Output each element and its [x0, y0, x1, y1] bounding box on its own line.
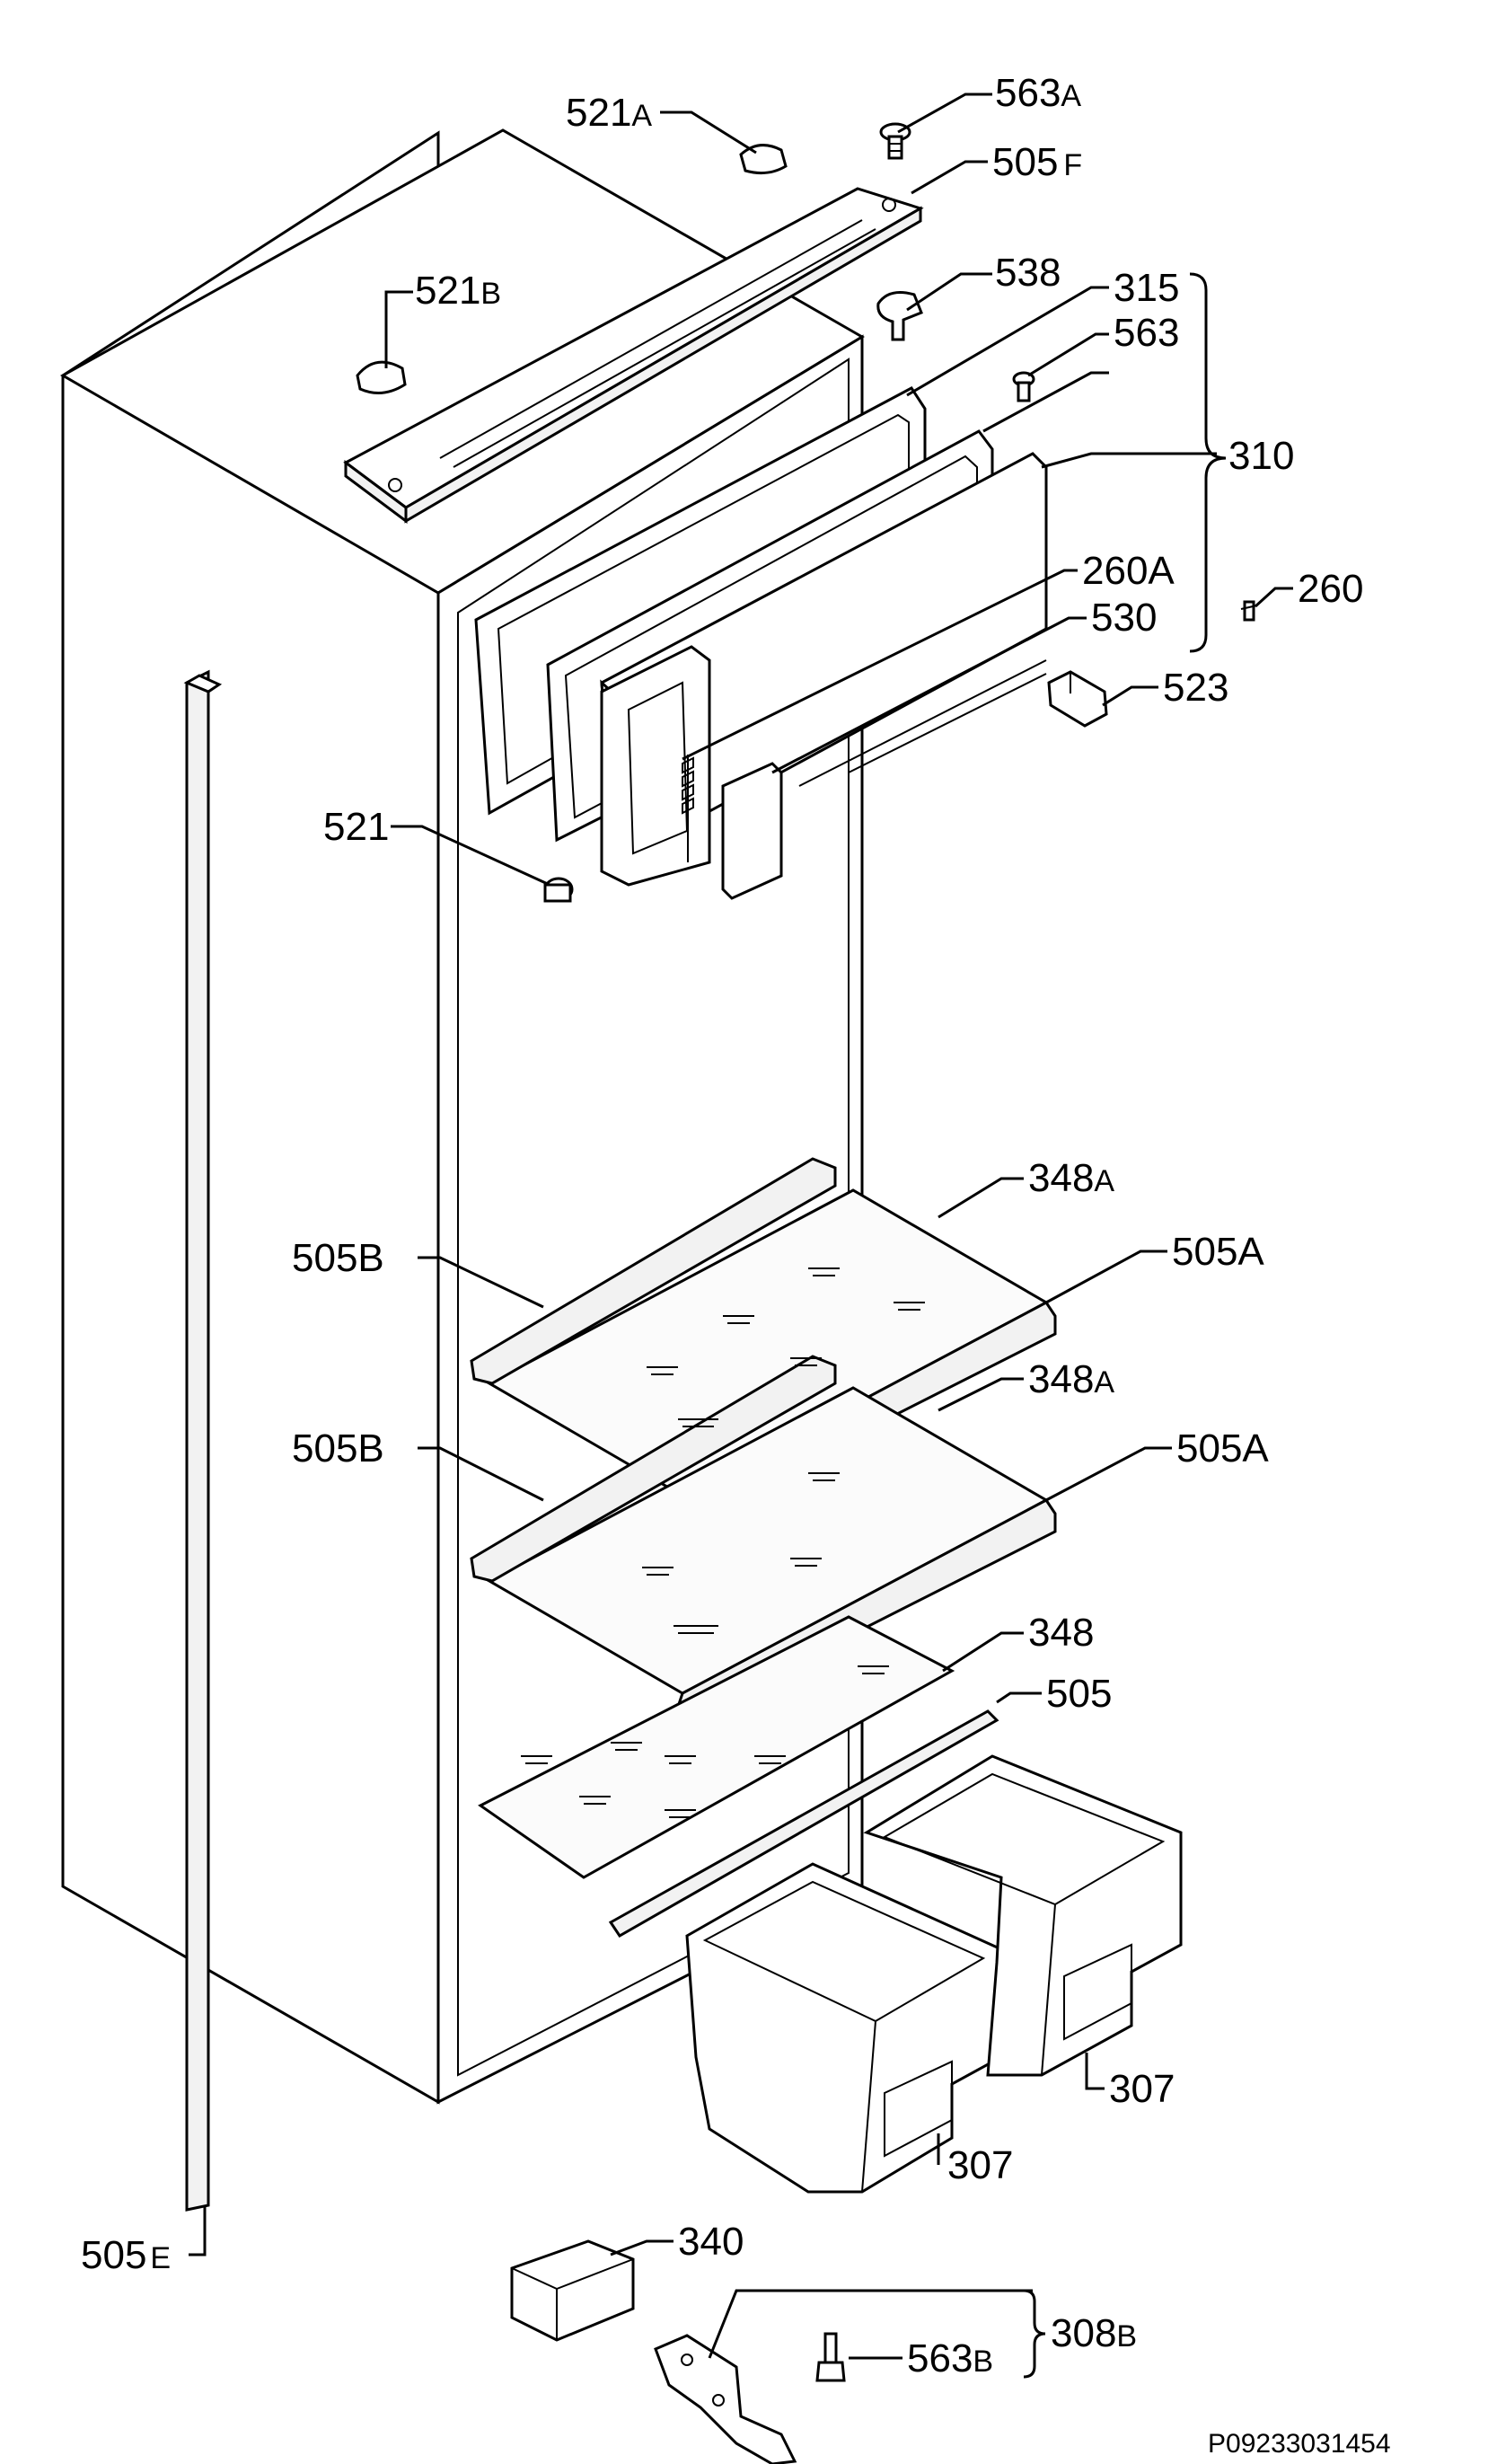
label-307-right: 307 — [1109, 2067, 1175, 2111]
label-348a-lower: 348A — [1028, 1357, 1114, 1401]
label-505b-lower: 505B — [292, 1426, 384, 1470]
label-521b: 521B — [415, 269, 501, 313]
label-260a: 260A — [1082, 549, 1175, 593]
label-348: 348 — [1028, 1611, 1094, 1655]
glass-shelf-348 — [478, 1615, 999, 1938]
document-number: P09233031454 — [1208, 2429, 1391, 2459]
label-521: 521 — [323, 805, 389, 849]
label-348a-upper: 348A — [1028, 1156, 1114, 1200]
bracket-310 — [1189, 272, 1227, 653]
cap-521a — [739, 144, 788, 175]
label-521a: 521A — [566, 91, 652, 135]
label-563a: 563A — [995, 71, 1081, 115]
latch-523 — [1047, 670, 1108, 728]
hinge-538 — [876, 291, 923, 341]
label-315: 315 — [1114, 266, 1179, 310]
top-trim-505f — [343, 187, 924, 524]
label-505a-upper: 505A — [1172, 1230, 1264, 1274]
bracket-308b — [1023, 2289, 1046, 2379]
label-340: 340 — [678, 2220, 744, 2264]
crisper-drawer-307-right — [863, 1754, 1183, 2077]
label-563b: 563B — [907, 2336, 993, 2380]
hinge-bracket-308b — [654, 2334, 797, 2464]
seal-strip-505e — [183, 669, 223, 2212]
label-310: 310 — [1228, 434, 1294, 478]
freezer-door-assembly — [474, 386, 1048, 900]
label-563: 563 — [1114, 311, 1179, 355]
label-530: 530 — [1091, 596, 1157, 640]
screw-563 — [1012, 371, 1035, 402]
block-340 — [510, 2239, 635, 2342]
crisper-drawer-307-left — [685, 1862, 1003, 2194]
screw-563b — [815, 2332, 846, 2382]
label-538: 538 — [995, 251, 1061, 295]
label-505: 505 — [1046, 1672, 1112, 1716]
label-308b: 308B — [1051, 2311, 1137, 2355]
label-505b-upper: 505B — [292, 1236, 384, 1280]
label-505a-lower: 505A — [1176, 1426, 1269, 1470]
label-523: 523 — [1163, 666, 1228, 710]
clip-260 — [1240, 600, 1258, 622]
label-307-left: 307 — [947, 2143, 1013, 2187]
label-260: 260 — [1298, 567, 1363, 611]
leader-lines — [189, 93, 1293, 2360]
cap-521b — [356, 360, 407, 394]
foot-521 — [543, 877, 574, 903]
glass-reflection-marks — [521, 1267, 925, 1818]
